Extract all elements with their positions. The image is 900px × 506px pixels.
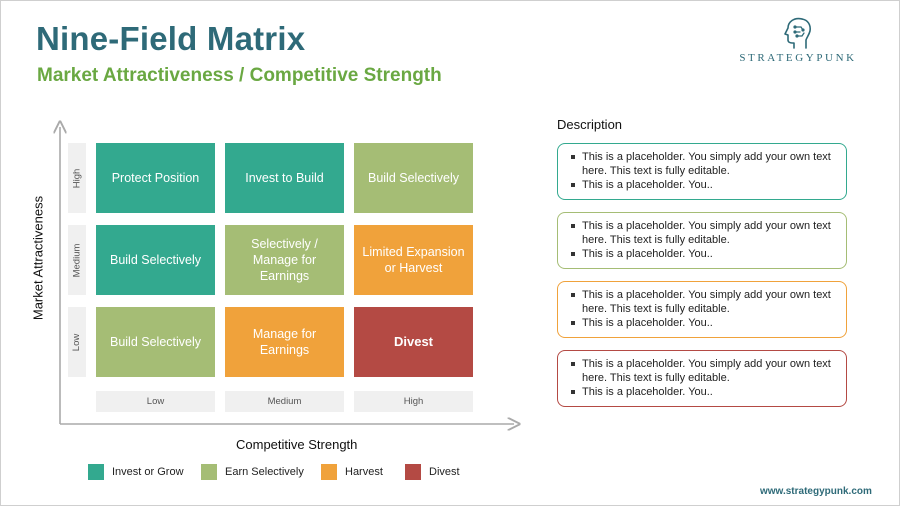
matrix-cell: Divest [354,307,473,377]
description-title: Description [557,117,623,132]
matrix-cell: Protect Position [96,143,215,213]
matrix-cell: Selectively / Manage for Earnings [225,225,344,295]
head-circuit-icon [784,17,811,49]
row-label-high: High [68,143,86,213]
bullet-list: This is a placeholder. You simply add yo… [568,357,836,399]
bullet-item: This is a placeholder. You.. [568,178,836,192]
legend-swatch [321,464,337,480]
legend-item-harvest: Harvest [321,464,383,480]
matrix-cell: Build Selectively [96,307,215,377]
col-label-low: Low [96,391,215,412]
legend-item-earn: Earn Selectively [201,464,304,480]
matrix-cell: Manage for Earnings [225,307,344,377]
legend-item-divest: Divest [405,464,460,480]
legend-swatch [201,464,217,480]
matrix-cell: Build Selectively [96,225,215,295]
bullet-list: This is a placeholder. You simply add yo… [568,150,836,192]
bullet-item: This is a placeholder. You simply add yo… [568,288,836,316]
y-axis-label: Market Attractiveness [30,195,46,321]
col-label-high: High [354,391,473,412]
legend-label: Divest [429,466,460,478]
bullet-item: This is a placeholder. You.. [568,385,836,399]
legend-swatch [88,464,104,480]
bullet-item: This is a placeholder. You simply add yo… [568,357,836,385]
legend-label: Harvest [345,466,383,478]
row-label-medium: Medium [68,225,86,295]
matrix-cell: Limited Expansion or Harvest [354,225,473,295]
matrix-cell: Invest to Build [225,143,344,213]
legend-label: Earn Selectively [225,466,304,478]
website-link[interactable]: www.strategypunk.com [760,486,872,497]
description-box: This is a placeholder. You simply add yo… [557,143,847,200]
description-box: This is a placeholder. You simply add yo… [557,281,847,338]
description-box: This is a placeholder. You simply add yo… [557,350,847,407]
brand-name: STRATEGYPUNK [739,52,857,64]
col-label-medium: Medium [225,391,344,412]
x-axis-label: Competitive Strength [236,437,358,452]
page-title: Nine-Field Matrix [36,20,306,57]
page-subtitle: Market Attractiveness / Competitive Stre… [37,65,442,86]
bullet-item: This is a placeholder. You simply add yo… [568,150,836,178]
legend-swatch [405,464,421,480]
bullet-item: This is a placeholder. You simply add yo… [568,219,836,247]
matrix-cell: Build Selectively [354,143,473,213]
bullet-list: This is a placeholder. You simply add yo… [568,288,836,330]
bullet-list: This is a placeholder. You simply add yo… [568,219,836,261]
bullet-item: This is a placeholder. You.. [568,316,836,330]
legend-label: Invest or Grow [112,466,184,478]
row-label-low: Low [68,307,86,377]
bullet-item: This is a placeholder. You.. [568,247,836,261]
description-box: This is a placeholder. You simply add yo… [557,212,847,269]
brand-logo: STRATEGYPUNK [728,16,868,72]
legend-item-invest: Invest or Grow [88,464,184,480]
